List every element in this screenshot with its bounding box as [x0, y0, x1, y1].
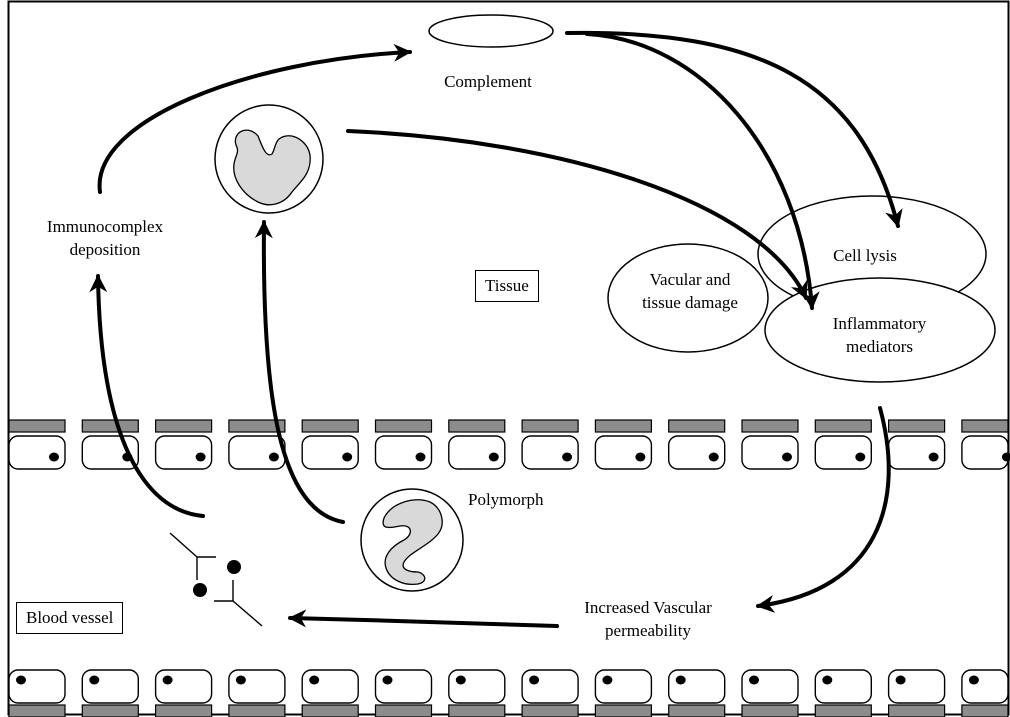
permeability-label-line1: Increased Vascular — [584, 598, 712, 617]
permeability-label-line2: permeability — [605, 621, 691, 640]
endothelial-cell-bottom — [961, 669, 1009, 717]
vessel-wall-top — [8, 419, 1010, 470]
vascular-damage-label-line1: Vacular and — [649, 270, 731, 289]
endothelial-cell-bottom — [521, 669, 579, 717]
endothelial-cell-top — [374, 419, 433, 470]
immune-complex-glyph — [169, 532, 263, 627]
endothelial-cell-bottom — [301, 669, 359, 717]
arrow-inflammatory-to-permeability — [756, 406, 891, 613]
vascular-damage-label-line2: tissue damage — [642, 293, 738, 312]
complement-shape — [428, 14, 554, 48]
endothelial-cell-bottom — [741, 669, 799, 717]
endothelial-cell-top — [81, 419, 140, 470]
immunocomplex-label-line1: Immunocomplex — [46, 217, 164, 236]
endothelial-cell-top — [668, 419, 726, 470]
endothelial-cell-bottom — [374, 669, 433, 717]
arrow-complement-to-inflammatory — [585, 32, 820, 310]
endothelial-cell-top — [301, 419, 359, 470]
cell-lysis-label: Cell lysis — [833, 246, 897, 265]
polymorph-label: Polymorph — [468, 490, 544, 509]
endothelial-cell-bottom — [594, 669, 653, 717]
tissue-polymorph-cell — [214, 104, 324, 214]
complement-label: Complement — [444, 72, 532, 91]
vascular-damage-ellipse — [607, 243, 769, 353]
tissue-label: Tissue — [475, 270, 539, 302]
inflammatory-mediators-ellipse — [764, 277, 996, 383]
endothelial-cell-bottom — [887, 669, 946, 717]
endothelial-cell-bottom — [81, 669, 140, 717]
vessel-wall-bottom — [8, 669, 1009, 717]
endothelial-cell-bottom — [448, 669, 506, 717]
endothelial-cell-top — [741, 419, 799, 470]
arrow-permeability-to-vessel — [288, 609, 559, 628]
arrow-polymorph-migration — [254, 220, 345, 524]
endothelial-cell-bottom — [154, 669, 213, 717]
vessel-polymorph-cell — [360, 488, 464, 592]
endothelial-cell-bottom — [668, 669, 726, 717]
arrow-polymorph-to-inflammatory — [346, 129, 808, 300]
endothelial-cell-bottom — [814, 669, 872, 717]
endothelial-cell-top — [154, 419, 213, 470]
endothelial-cell-top — [594, 419, 653, 470]
endothelial-cell-bottom — [228, 669, 286, 717]
endothelial-cell-top — [814, 419, 872, 470]
immunocomplex-label-line2: deposition — [69, 240, 141, 259]
arrow-complement-to-cell-lysis — [565, 30, 903, 228]
endothelial-cell-top — [887, 419, 946, 470]
outer-frame — [7, 0, 1010, 716]
arrow-immune-complex-to-deposition — [89, 274, 205, 518]
blood-vessel-label: Blood vessel — [16, 602, 124, 634]
endothelial-cell-bottom — [8, 669, 66, 717]
inflammatory-label-line2: mediators — [845, 337, 914, 356]
endothelial-cell-top — [448, 419, 506, 470]
arrow-deposition-to-complement — [97, 43, 412, 194]
endothelial-cell-top — [521, 419, 579, 470]
inflammatory-label-line1: Inflammatory — [832, 314, 927, 333]
endothelial-cell-top — [8, 419, 66, 470]
endothelial-cell-top — [961, 419, 1010, 470]
